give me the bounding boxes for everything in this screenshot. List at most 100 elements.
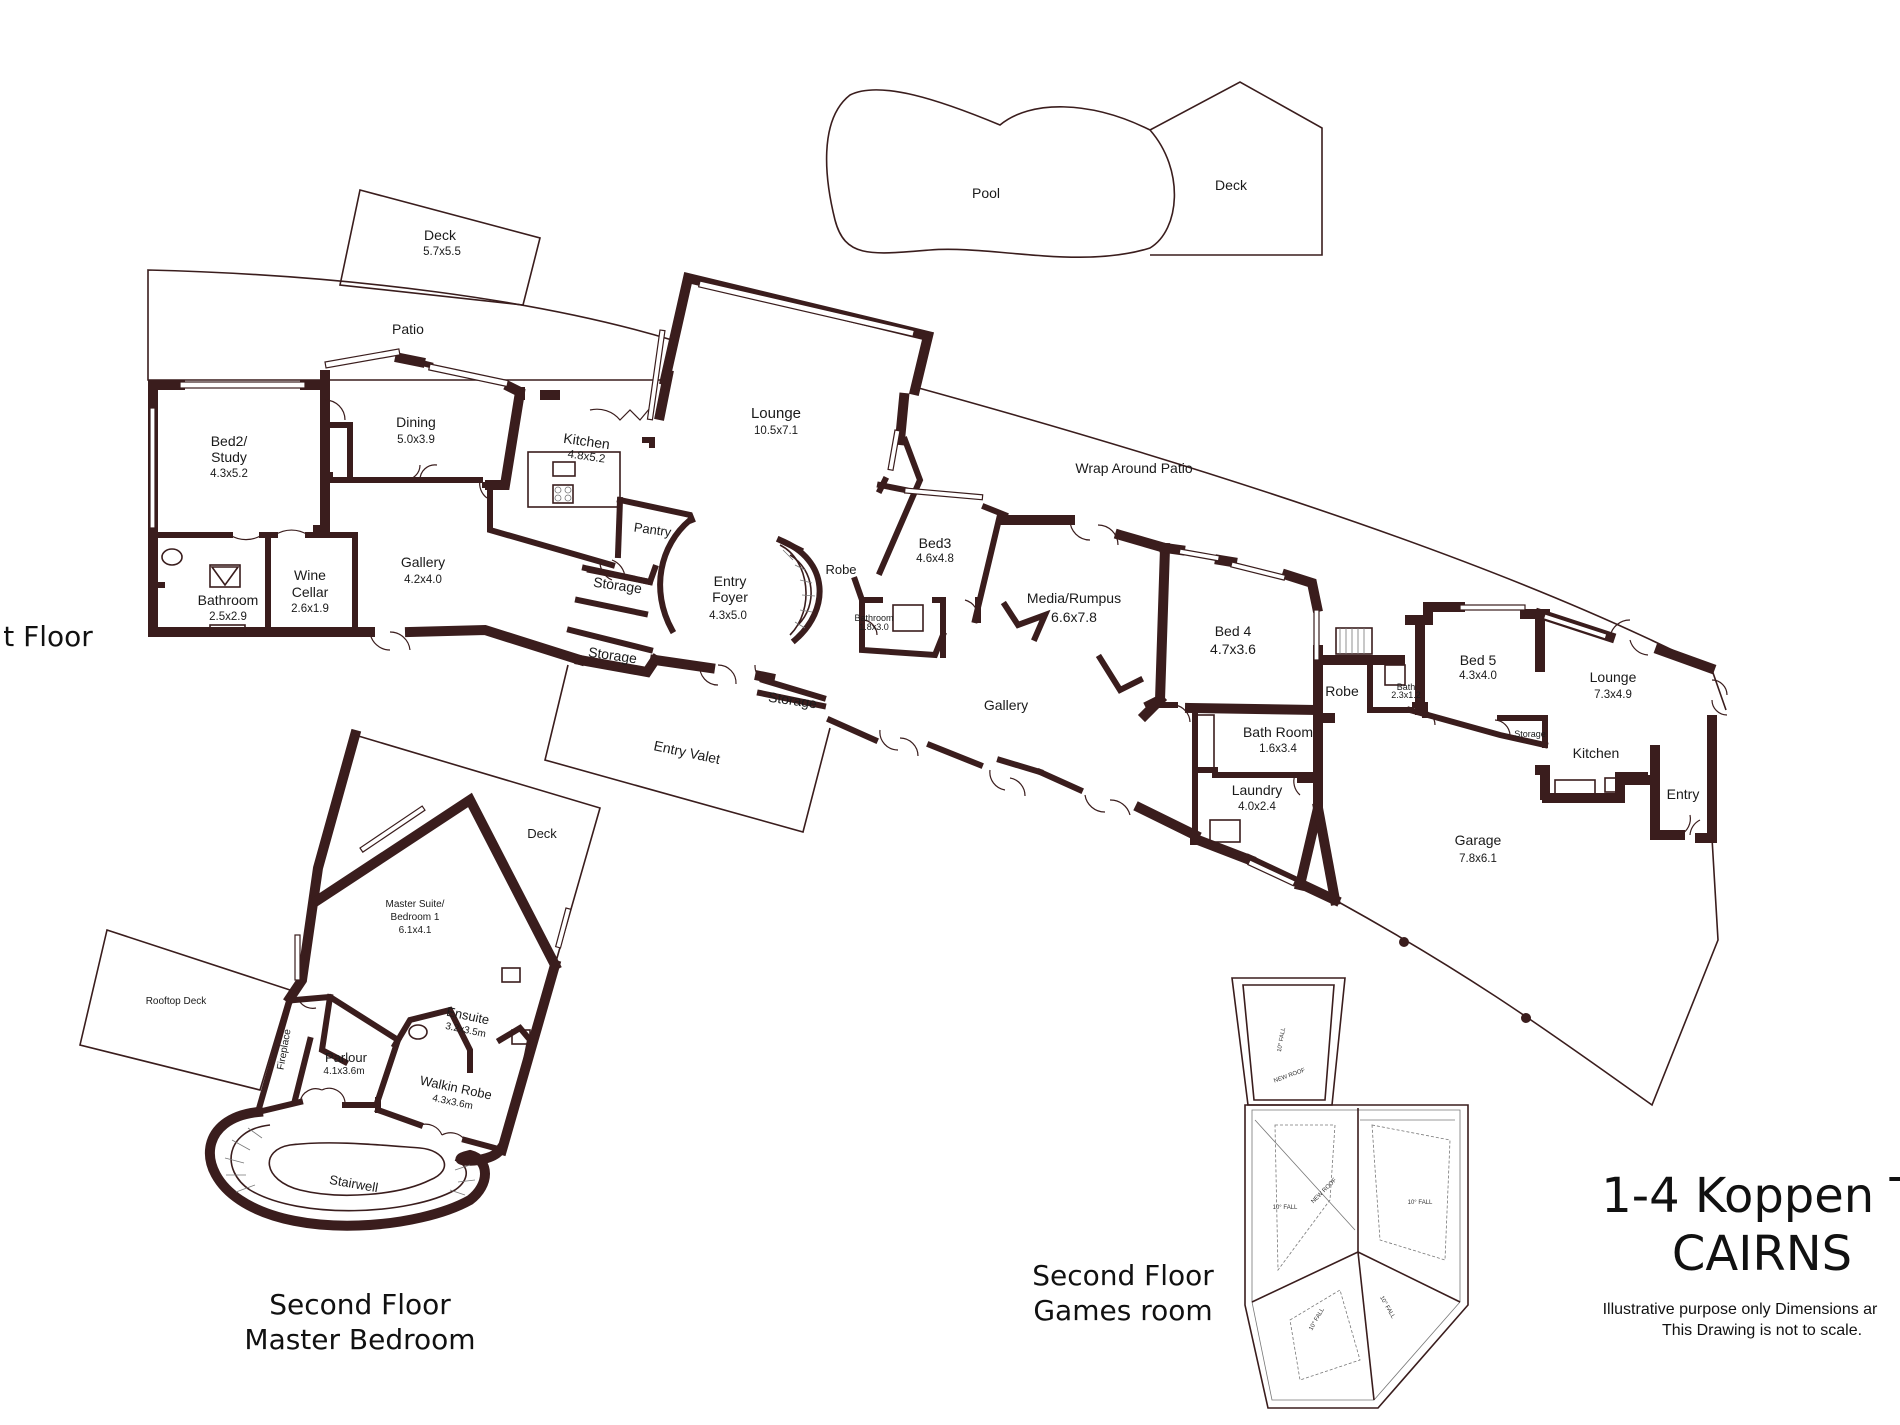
robe-label: Robe bbox=[1325, 683, 1359, 699]
roof-fall-bl: 10° FALL bbox=[1308, 1307, 1326, 1332]
laundry-fixtures bbox=[892, 604, 1620, 843]
master-floor-heading-2: Master Bedroom bbox=[244, 1323, 475, 1356]
disclaimer-line-1: Illustrative purpose only Dimensions ar bbox=[1603, 1301, 1878, 1318]
roof-new-mid: NEW ROOF bbox=[1311, 1177, 1339, 1205]
spiral-stair bbox=[779, 544, 816, 636]
patio-outline bbox=[147, 269, 673, 381]
kitchen-island bbox=[527, 451, 621, 508]
wrap-patio-label: Wrap Around Patio bbox=[1075, 460, 1192, 476]
gallery-west-dim: 4.2x4.0 bbox=[404, 574, 442, 586]
bathroom-label: Bathroom bbox=[198, 592, 259, 608]
master-suite-label-2: Bedroom 1 bbox=[391, 912, 440, 923]
pool-area bbox=[825, 81, 1323, 259]
bed4-label: Bed 4 bbox=[1215, 623, 1252, 639]
gallery-west-label: Gallery bbox=[401, 554, 445, 570]
bath-room-dim: 1.6x3.4 bbox=[1259, 743, 1297, 755]
entry-east-label: Entry bbox=[1667, 786, 1700, 802]
kitchen-label: Kitchen bbox=[562, 430, 610, 452]
master-fixtures bbox=[294, 805, 572, 1141]
wine-label-2: Cellar bbox=[292, 584, 329, 600]
bath-small-label: Bath bbox=[1397, 682, 1416, 692]
games-roof-labels: 10° FALL NEW ROOF NEW ROOF 10° FALL 10° … bbox=[1273, 1026, 1433, 1331]
entry-foyer-label-1: Entry bbox=[714, 573, 747, 589]
dining-dim: 5.0x3.9 bbox=[397, 434, 435, 446]
garage-dim: 7.8x6.1 bbox=[1459, 853, 1497, 865]
roof-fall-top: 10° FALL bbox=[1277, 1026, 1287, 1052]
first-floor-walls bbox=[148, 271, 1717, 907]
pool-outline bbox=[825, 89, 1176, 259]
rooftop-deck-outline bbox=[79, 928, 291, 1091]
bed2-label-2: Study bbox=[211, 449, 247, 465]
lounge-label: Lounge bbox=[751, 405, 801, 422]
parlour-dim: 4.1x3.6m bbox=[323, 1066, 364, 1077]
bathroom-small-label: Bathroom bbox=[854, 613, 893, 623]
master-suite-dim: 6.1x4.1 bbox=[399, 925, 432, 936]
master-floor-walls bbox=[254, 728, 601, 1157]
rooftop-deck-label: Rooftop Deck bbox=[146, 996, 208, 1007]
parlour-label: Parlour bbox=[325, 1050, 368, 1065]
media-label: Media/Rumpus bbox=[1027, 590, 1121, 606]
storage-3-label: Storage bbox=[767, 689, 818, 712]
bed4-dim: 4.7x3.6 bbox=[1210, 641, 1256, 657]
bathroom-small-dim: 1.8x3.0 bbox=[859, 622, 889, 632]
master-floor-heading-1: Second Floor bbox=[269, 1288, 451, 1321]
garage-pillar-2 bbox=[1521, 1013, 1531, 1023]
storage-1-label: Storage bbox=[592, 574, 643, 597]
first-floor-labels: Lounge 10.5x7.1 Bed2/ Study 4.3x5.2 Dini… bbox=[198, 405, 1700, 865]
roof-fall-left: 10° FALL bbox=[1273, 1205, 1298, 1211]
wine-dim: 2.6x1.9 bbox=[291, 603, 329, 615]
garage-label: Garage bbox=[1455, 832, 1502, 848]
entry-foyer-dim: 4.3x5.0 bbox=[709, 610, 747, 622]
kitchen-east-label: Kitchen bbox=[1573, 745, 1620, 761]
lounge-east-label: Lounge bbox=[1590, 669, 1637, 685]
games-floor-heading-1: Second Floor bbox=[1032, 1259, 1214, 1292]
pool-label: Pool bbox=[972, 185, 1000, 201]
bed2-label-1: Bed2/ bbox=[211, 433, 248, 449]
disclaimer-line-2: This Drawing is not to scale. bbox=[1662, 1322, 1862, 1339]
pool-deck-outline bbox=[1149, 81, 1323, 256]
top-deck-dim: 5.7x5.5 bbox=[423, 246, 461, 258]
pantry-label: Pantry bbox=[633, 520, 673, 540]
laundry-label: Laundry bbox=[1232, 782, 1283, 798]
deck-master-label: Deck bbox=[527, 826, 557, 841]
lounge-east-dim: 7.3x4.9 bbox=[1594, 689, 1632, 701]
master-suite-label-1: Master Suite/ bbox=[386, 899, 445, 910]
bathroom-dim: 2.5x2.9 bbox=[209, 611, 247, 623]
wrap-patio-outline bbox=[914, 386, 1727, 711]
gallery-east-label: Gallery bbox=[984, 697, 1028, 713]
first-floor-heading: t Floor bbox=[3, 620, 93, 653]
entry-valet-outline bbox=[544, 664, 831, 833]
games-floor-heading-2: Games room bbox=[1033, 1294, 1212, 1327]
media-dim: 6.6x7.8 bbox=[1051, 609, 1097, 625]
bed2-dim: 4.3x5.2 bbox=[210, 468, 248, 480]
bed5-label: Bed 5 bbox=[1460, 652, 1497, 668]
games-room-roof bbox=[1231, 977, 1469, 1409]
stairwell bbox=[204, 1106, 507, 1231]
bed3-label: Bed3 bbox=[919, 535, 952, 551]
lounge-dim: 10.5x7.1 bbox=[754, 425, 798, 437]
bed3-dim: 4.6x4.8 bbox=[916, 553, 954, 565]
roof-fall-right: 10° FALL bbox=[1408, 1200, 1433, 1206]
roof-fall-br: 10° FALL bbox=[1378, 1295, 1396, 1320]
patio-label: Patio bbox=[392, 321, 424, 337]
entry-valet-label: Entry Valet bbox=[652, 737, 721, 767]
windows bbox=[149, 280, 1608, 887]
garage-outline bbox=[1334, 837, 1719, 1107]
doors bbox=[229, 399, 1728, 836]
wine-label-1: Wine bbox=[294, 567, 326, 583]
kitchen-dim: 4.8x5.2 bbox=[567, 448, 606, 465]
robe-small-label: Robe bbox=[825, 562, 856, 577]
stairwell-label: Stairwell bbox=[328, 1172, 379, 1195]
storage-2-label: Storage bbox=[587, 644, 638, 667]
pool-deck-label: Deck bbox=[1215, 177, 1248, 193]
property-title-line-1: 1-4 Koppen T bbox=[1601, 1168, 1900, 1224]
bed5-dim: 4.3x4.0 bbox=[1459, 670, 1497, 682]
bathroom-fixtures bbox=[161, 548, 246, 634]
bath-room-label: Bath Room bbox=[1243, 724, 1313, 740]
dining-label: Dining bbox=[396, 414, 436, 430]
bath-small-dim: 2.3x1.2 bbox=[1391, 690, 1421, 700]
roof-new-top: NEW ROOF bbox=[1273, 1067, 1306, 1084]
storage-small-label: Storage bbox=[1514, 729, 1546, 739]
laundry-dim: 4.0x2.4 bbox=[1238, 801, 1276, 813]
